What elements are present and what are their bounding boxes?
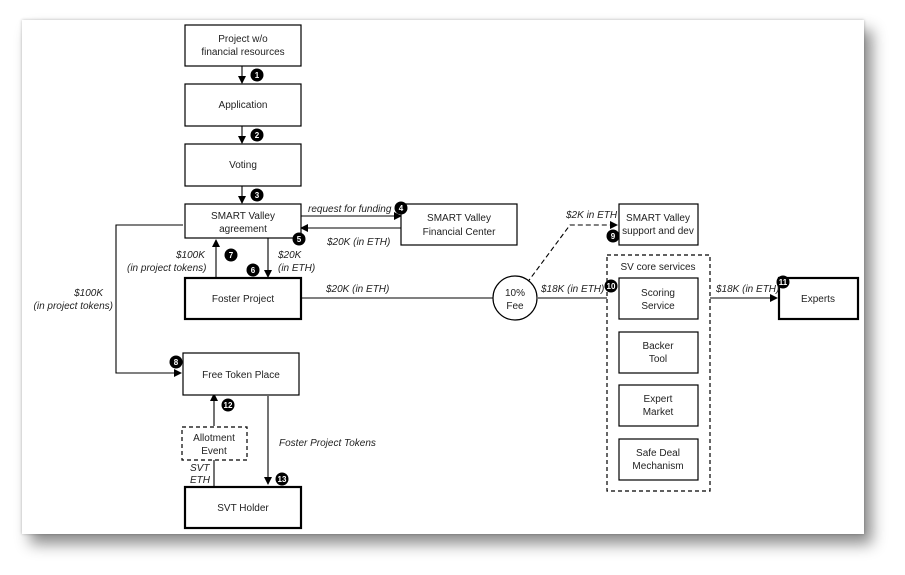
svg-text:6: 6 [251,266,256,275]
box-financial-center-line2: Financial Center [423,227,496,238]
box-svt-holder-label: SVT Holder [217,503,269,514]
box-allotment-event: Allotment Event [181,426,248,461]
label-svt: SVT [190,463,210,474]
svg-text:10: 10 [607,282,616,291]
fee-circle-line1: 10% [505,288,525,299]
box-expert-market: Expert Market [618,384,699,427]
box-free-token-place: Free Token Place [182,352,300,396]
label-100k-mid-line1: $100K [175,250,206,261]
svg-text:13: 13 [278,475,287,484]
box-safe-deal-line1: Safe Deal [636,448,680,459]
label-20k-eth-fc: $20K (in ETH) [326,237,390,248]
svg-text:4: 4 [399,204,404,213]
box-project-wo-funds-line1: Project w/o [218,34,268,45]
box-scoring-service-line1: Scoring [641,288,675,299]
box-experts: Experts [777,276,860,321]
box-sv-agreement-line2: agreement [219,224,267,235]
svg-text:3: 3 [255,191,260,200]
edge-100k-left [115,224,183,377]
fee-circle: 10% Fee [492,275,538,321]
svg-text:8: 8 [174,358,179,367]
badge-4: 4 [394,201,408,215]
box-sv-agreement-line1: SMART Valley [211,211,275,222]
box-project-wo-funds: Project w/o financial resources [184,24,302,67]
badge-3: 3 [250,188,264,202]
box-sv-support-line2: support and dev [622,226,694,237]
box-financial-center-line1: SMART Valley [427,213,491,224]
label-100k-mid-line2: (in project tokens) [127,263,206,274]
label-20k-down-line1: $20K [277,250,303,261]
label-100k-left-line2: (in project tokens) [34,301,113,312]
svg-text:1: 1 [255,71,260,80]
box-financial-center: SMART Valley Financial Center [400,203,518,246]
svg-text:2: 2 [255,131,260,140]
box-scoring-service: Scoring Service [618,277,699,320]
badge-6: 6 [246,263,260,277]
box-expert-market-line1: Expert [644,394,673,405]
box-foster-project: Foster Project [183,276,303,321]
box-svt-holder: SVT Holder [183,485,303,530]
box-experts-label: Experts [801,294,835,305]
box-safe-deal-line2: Mechanism [632,461,683,472]
svg-text:12: 12 [224,401,233,410]
box-voting-label: Voting [229,160,257,171]
svg-text:9: 9 [611,232,616,241]
label-eth: ETH [190,475,211,486]
badge-1: 1 [250,68,264,82]
svg-text:7: 7 [229,251,234,260]
label-20k-down-line2: (in ETH) [278,263,315,274]
label-18k-eth-experts: $18K (in ETH) [715,284,779,295]
box-sv-agreement: SMART Valley agreement [184,203,302,239]
badge-9: 9 [606,229,620,243]
label-foster-project-tokens: Foster Project Tokens [279,438,376,449]
svg-text:5: 5 [297,235,302,244]
badge-7: 7 [224,248,238,262]
badge-5: 5 [292,232,306,246]
edge-fee-support [526,221,618,284]
box-foster-project-label: Foster Project [212,294,274,305]
box-expert-market-line2: Market [643,407,674,418]
box-allotment-event-line1: Allotment [193,433,235,444]
badge-12: 12 [221,398,235,412]
label-18k-eth-scoring: $18K (in ETH) [540,284,604,295]
box-allotment-event-line2: Event [201,446,227,457]
label-request-funding: request for funding [308,204,392,215]
box-sv-support: SMART Valley support and dev [618,203,699,246]
diagram-card [22,20,864,534]
svg-text:11: 11 [779,278,788,287]
box-voting: Voting [184,143,302,187]
badge-11: 11 [776,275,790,289]
badge-8: 8 [169,355,183,369]
box-backer-tool-line1: Backer [642,341,674,352]
box-backer-tool: Backer Tool [618,331,699,374]
box-safe-deal: Safe Deal Mechanism [618,438,699,481]
box-scoring-service-line2: Service [641,301,675,312]
badge-2: 2 [250,128,264,142]
box-backer-tool-line2: Tool [649,354,667,365]
box-sv-support-line1: SMART Valley [626,213,690,224]
sv-core-services-title: SV core services [620,262,695,273]
label-20k-eth-fee: $20K (in ETH) [325,284,389,295]
badge-10: 10 [604,279,618,293]
box-free-token-place-label: Free Token Place [202,370,280,381]
fee-circle-line2: Fee [506,301,524,312]
badge-13: 13 [275,472,289,486]
box-application-label: Application [219,100,268,111]
box-application: Application [184,83,302,127]
box-project-wo-funds-line2: financial resources [201,47,284,58]
label-100k-left-line1: $100K [73,288,104,299]
label-2k-eth: $2K in ETH [565,210,618,221]
